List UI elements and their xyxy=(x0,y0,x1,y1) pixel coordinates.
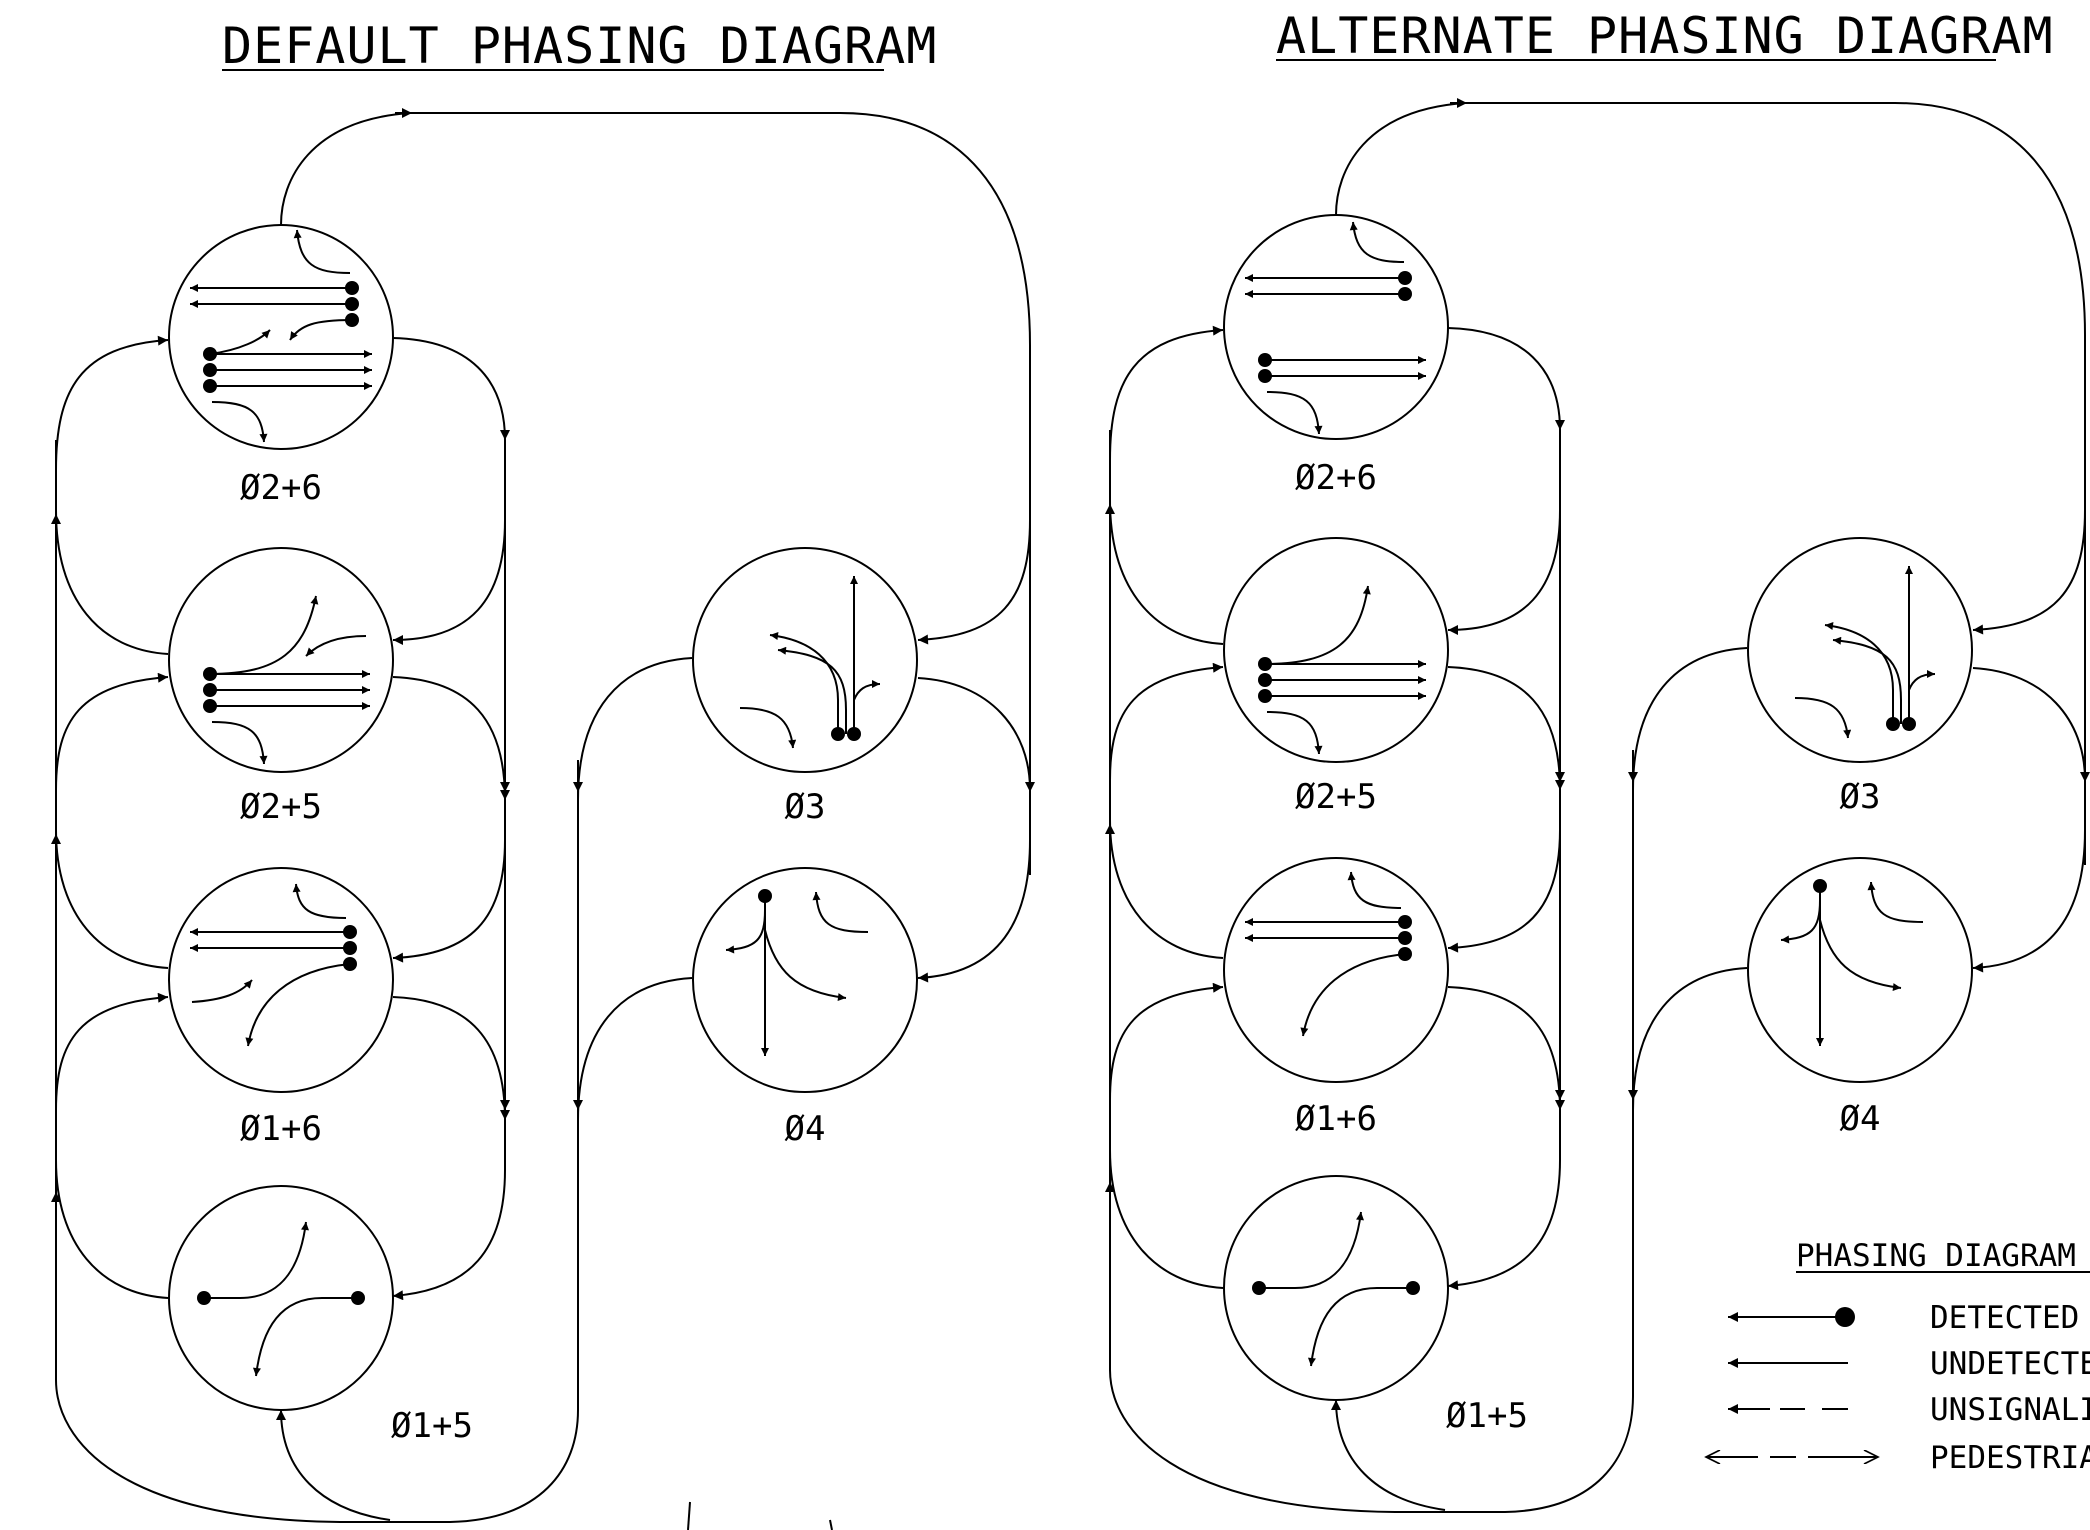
phase-label: Ø2+6 xyxy=(1295,458,1377,498)
phase-1-6: Ø1+6 xyxy=(168,867,394,1149)
phase-label: Ø2+6 xyxy=(240,468,322,508)
phase-1-5: Ø1+5 xyxy=(1223,1175,1528,1436)
alternate-phasing-diagram: ALTERNATE PHASING DIAGRAM xyxy=(1105,7,2090,1513)
phase-label: Ø1+6 xyxy=(240,1109,322,1149)
phase-4: Ø4 xyxy=(692,867,918,1149)
legend-item-detected: DETECTED xyxy=(1728,1300,2079,1336)
sketch-mark xyxy=(829,1519,833,1530)
legend-title: PHASING DIAGRAM xyxy=(1796,1238,2076,1274)
phase-1-5: Ø1+5 xyxy=(168,1185,473,1446)
diagram-title: ALTERNATE PHASING DIAGRAM xyxy=(1276,7,2054,65)
flow-lines xyxy=(51,108,1035,1523)
phase-label: Ø1+5 xyxy=(391,1406,473,1446)
phase-label: Ø1+6 xyxy=(1295,1099,1377,1139)
phase-2-6: Ø2+6 xyxy=(168,224,394,508)
phase-2-6: Ø2+6 xyxy=(1223,214,1449,498)
diagram-title: DEFAULT PHASING DIAGRAM xyxy=(222,17,937,75)
legend-label: UNSIGNALI xyxy=(1930,1392,2090,1428)
flow-lines xyxy=(1105,98,2090,1513)
phase-3: Ø3 xyxy=(1747,537,1973,817)
legend-item-unsignalized: UNSIGNALI xyxy=(1728,1392,2090,1428)
default-phasing-diagram: DEFAULT PHASING DIAGRAM xyxy=(51,17,1035,1530)
phase-label: Ø4 xyxy=(1840,1099,1881,1139)
phase-label: Ø4 xyxy=(785,1109,826,1149)
phase-label: Ø3 xyxy=(1840,777,1881,817)
legend-label: UNDETECTE xyxy=(1930,1346,2090,1382)
phase-label: Ø2+5 xyxy=(240,787,322,827)
phase-3: Ø3 xyxy=(692,547,918,827)
phase-label: Ø1+5 xyxy=(1446,1396,1528,1436)
legend-item-pedestrian: PEDESTRIA xyxy=(1706,1440,2090,1476)
phasing-legend: PHASING DIAGRAM DETECTED UNDETECTE UNSIG… xyxy=(1706,1238,2090,1476)
phase-2-5: Ø2+5 xyxy=(1223,537,1449,817)
phase-label: Ø2+5 xyxy=(1295,777,1377,817)
legend-label: PEDESTRIA xyxy=(1930,1440,2090,1476)
sketch-mark xyxy=(687,1501,691,1530)
phase-label: Ø3 xyxy=(785,787,826,827)
legend-item-undetected: UNDETECTE xyxy=(1728,1346,2090,1382)
phase-4: Ø4 xyxy=(1747,857,1973,1139)
phase-2-5: Ø2+5 xyxy=(168,547,394,827)
phase-1-6: Ø1+6 xyxy=(1223,857,1449,1139)
legend-label: DETECTED xyxy=(1930,1300,2079,1336)
